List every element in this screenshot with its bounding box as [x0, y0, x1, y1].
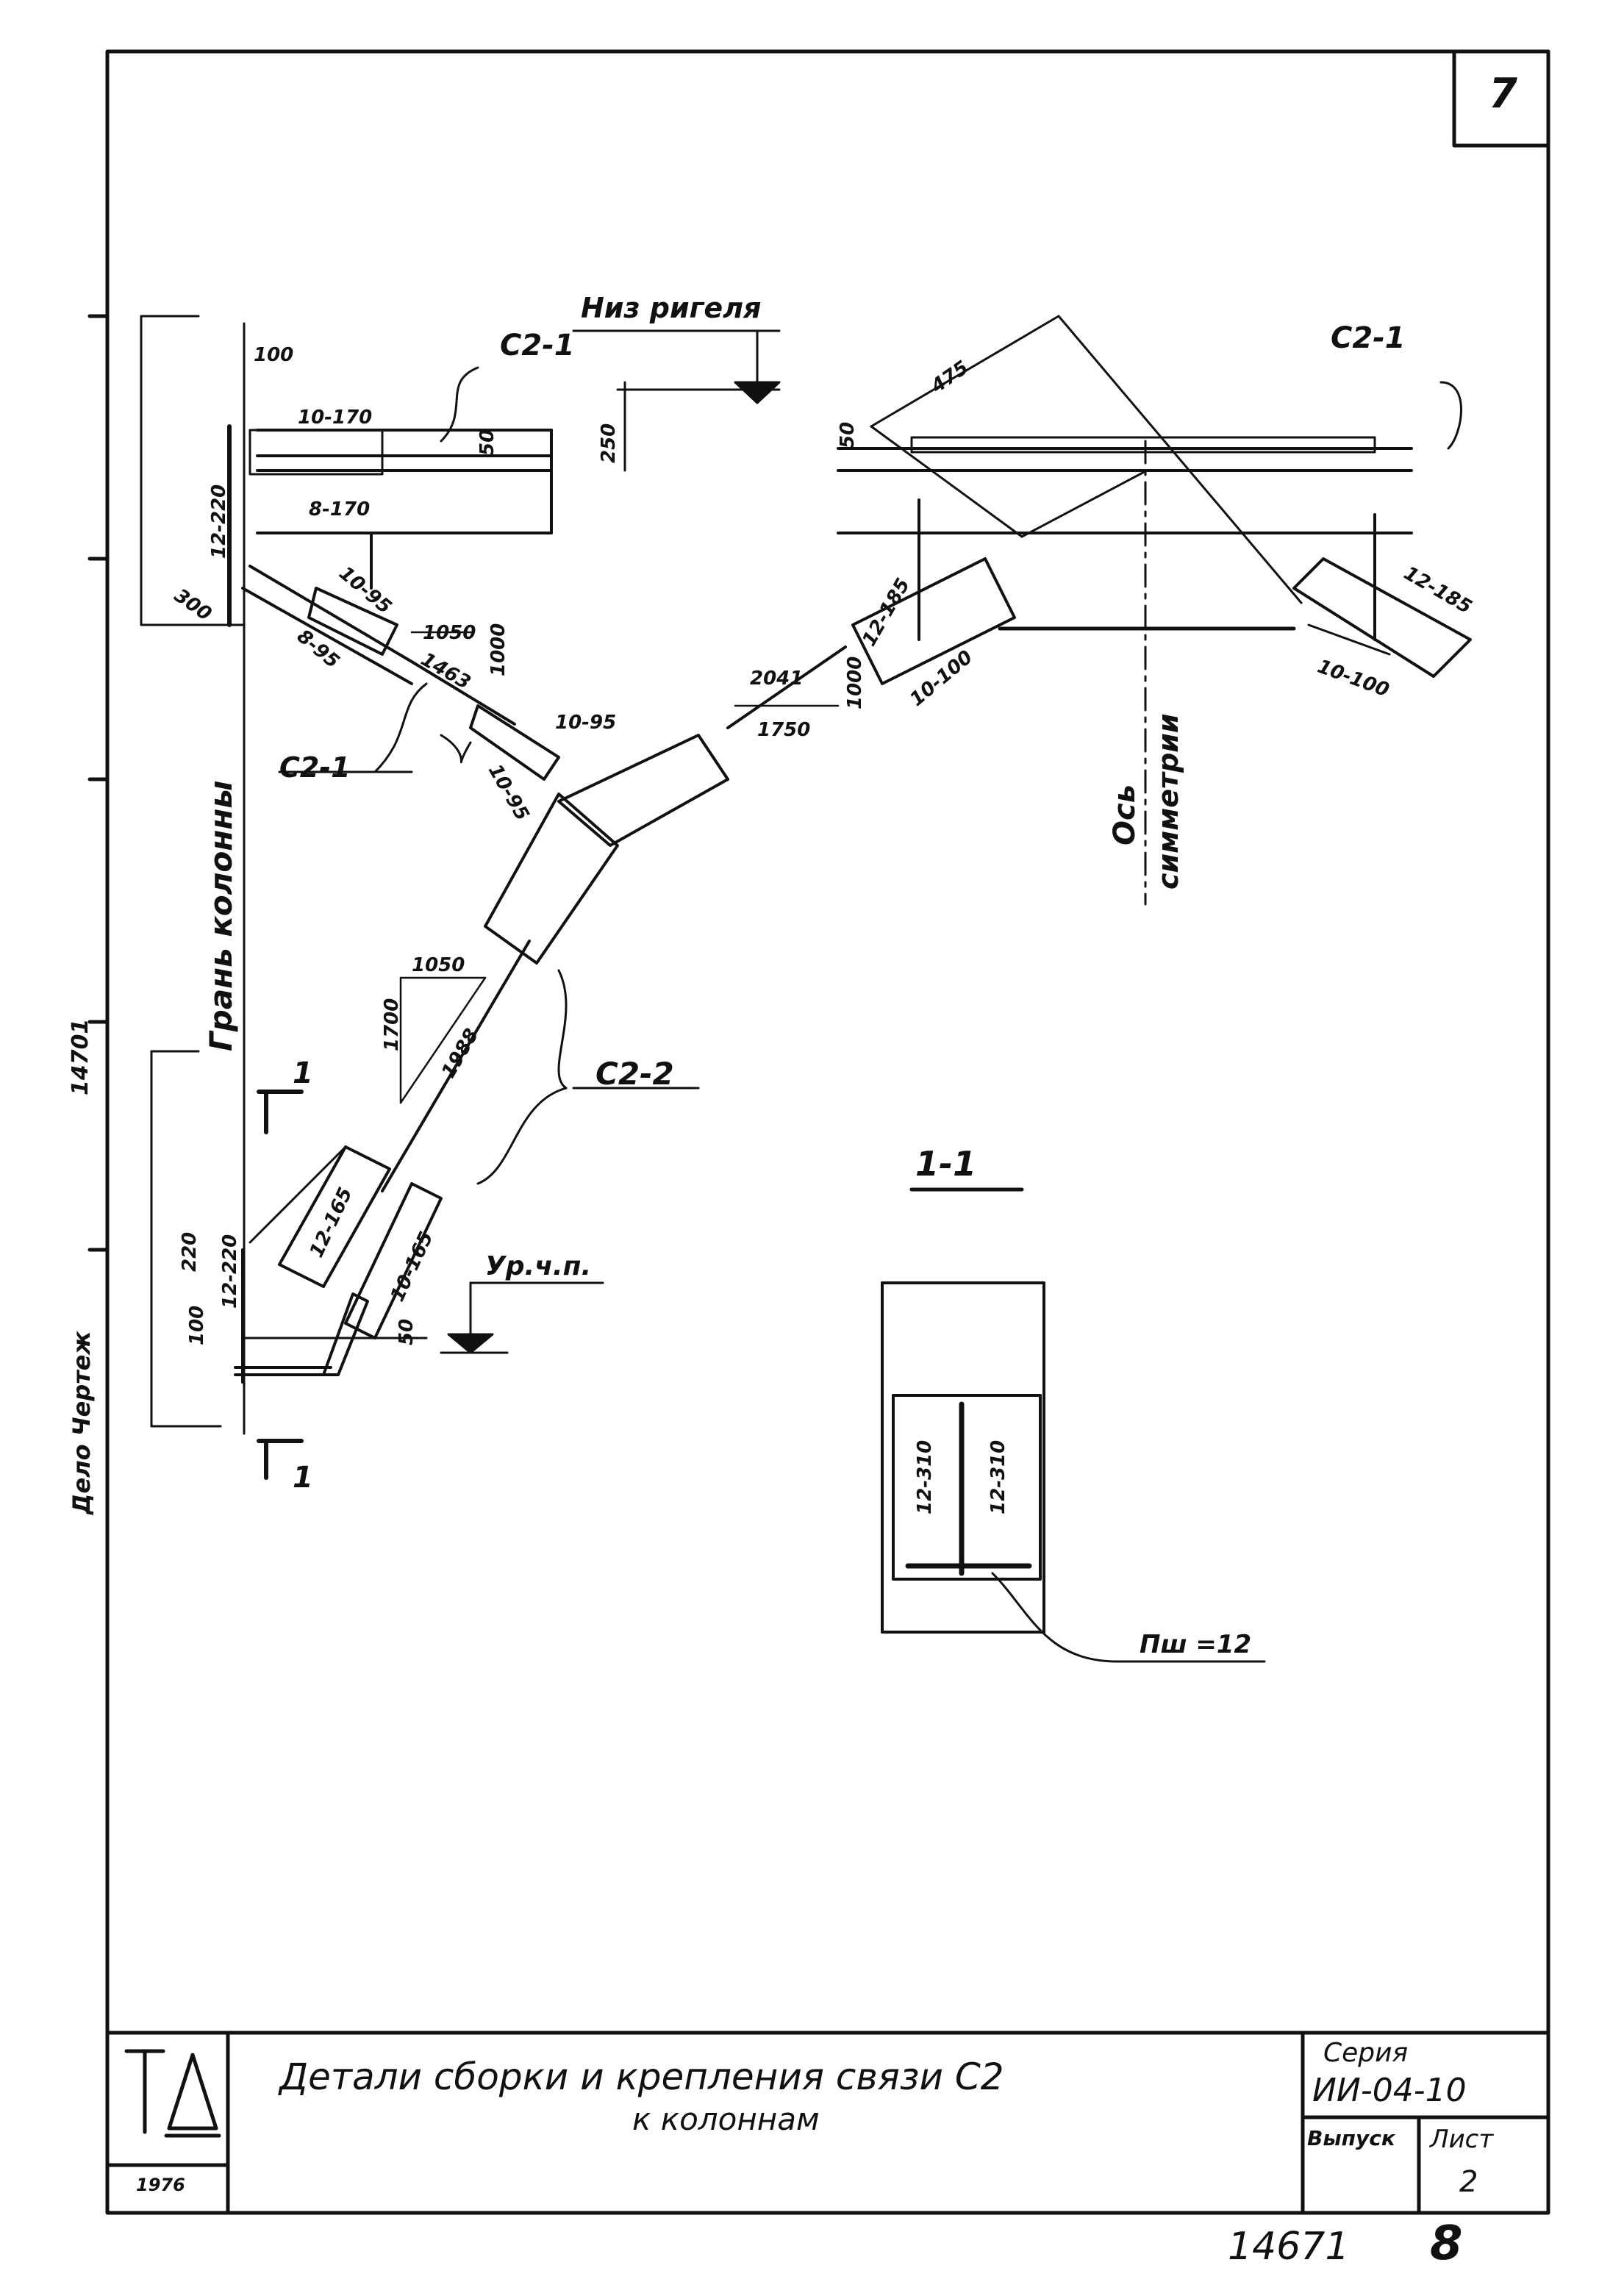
label-c2-1-top: С2-1 — [500, 329, 575, 362]
main-brace — [241, 565, 847, 1339]
label-left-margin-1: 14701 — [68, 1018, 93, 1095]
dim-12-220b: 12-220 — [219, 1234, 241, 1309]
label-os-simmetrii-2: симметрии — [1152, 713, 1184, 890]
margin-ticks — [87, 314, 110, 1252]
outer-frame — [105, 49, 1550, 2215]
dim-10-95b: 10-95 — [555, 712, 617, 734]
section-1-1-drawing — [881, 1281, 1045, 1634]
dim-12-310a: 12-310 — [914, 1439, 936, 1514]
niz-rigelya-marker — [440, 329, 781, 472]
label-left-margin-2: Дело Чертеж — [68, 1331, 96, 1514]
dim-12-220: 12-220 — [208, 484, 230, 559]
dim-50-mid: 50 — [837, 421, 859, 448]
series-value: ИИ-04-10 — [1312, 2072, 1467, 2109]
section-marks — [257, 1090, 304, 1480]
sheet-value: 2 — [1459, 2165, 1478, 2199]
label-section: 1-1 — [915, 1144, 977, 1184]
dim-220: 220 — [179, 1231, 201, 1272]
dim-1750: 1750 — [757, 719, 811, 741]
dim-1000b: 1000 — [844, 656, 866, 709]
left-dim-lines — [140, 315, 244, 1428]
plate-leader — [991, 1572, 1266, 1663]
brace-dim-lines — [399, 631, 840, 1104]
label-section-mark-top: 1 — [293, 1056, 313, 1090]
ur-chp-marker — [440, 1281, 604, 1354]
dim-10-170: 10-170 — [298, 407, 373, 429]
label-os-simmetrii-1: Ось — [1108, 784, 1142, 845]
base-detail — [234, 1248, 428, 1384]
logo-td — [124, 2049, 221, 2138]
footer-stamp-number: 14671 — [1228, 2225, 1350, 2269]
dim-50-bot: 50 — [396, 1318, 418, 1345]
dim-50-top: 50 — [476, 429, 498, 456]
dim-1050b: 1050 — [412, 954, 465, 976]
footer-page: 8 — [1430, 2217, 1463, 2271]
label-ur-chp: Ур.ч.п. — [485, 1251, 592, 1281]
leaders — [278, 682, 700, 1185]
dim-250: 250 — [598, 423, 620, 463]
dim-100b: 100 — [186, 1305, 208, 1345]
gusset-right — [1292, 557, 1472, 678]
series-label: Серия — [1323, 2038, 1409, 2068]
title-year: 1976 — [136, 2175, 185, 2195]
title-block-lines — [105, 2031, 1550, 2215]
dim-1700: 1700 — [381, 998, 403, 1051]
title-line1: Детали сборки и крепления связи С2 — [279, 2056, 1004, 2098]
sheet-number: 7 — [1489, 70, 1517, 118]
gusset-mid-right — [851, 557, 1016, 685]
label-c2-2: С2-2 — [595, 1056, 674, 1092]
dim-1000a: 1000 — [487, 623, 509, 676]
label-niz-rigelya: Низ ригеля — [581, 292, 762, 324]
label-gran-kolonny: Грань колонны — [203, 780, 239, 1051]
label-plate: Пш =12 — [1140, 1630, 1252, 1659]
dim-100: 100 — [254, 344, 294, 366]
dim-12-310b: 12-310 — [987, 1439, 1009, 1514]
dim-8-170: 8-170 — [309, 498, 371, 521]
dim-1050a: 1050 — [423, 622, 476, 644]
label-section-mark-bottom: 1 — [293, 1461, 313, 1495]
diagonal-guides — [870, 315, 1303, 604]
beam-right — [837, 436, 1413, 641]
label-c2-1-right: С2-1 — [1331, 321, 1406, 355]
sheet-label: Лист — [1430, 2125, 1494, 2154]
sheet-number-box — [1452, 49, 1550, 148]
issue-label: Выпуск — [1307, 2126, 1395, 2150]
title-line2: к колоннам — [632, 2101, 820, 2137]
dim-2041: 2041 — [750, 668, 804, 690]
beam-left — [248, 429, 553, 590]
label-c2-1-left: С2-1 — [279, 751, 351, 784]
